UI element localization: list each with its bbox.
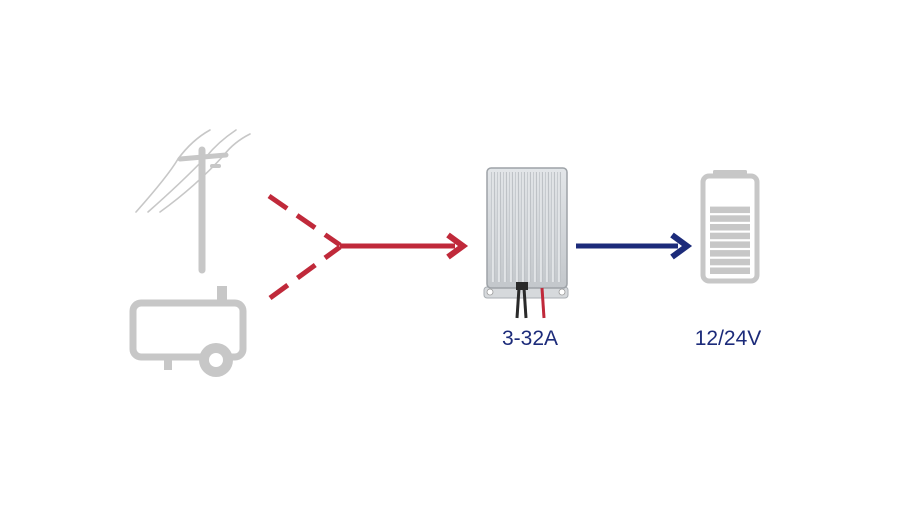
battery-bar	[710, 215, 750, 222]
battery-bar	[710, 267, 750, 274]
battery-voltage-label: 12/24V	[694, 327, 762, 350]
power-pole-icon	[135, 129, 251, 274]
battery-bar	[710, 250, 750, 257]
input-arrow	[267, 193, 469, 301]
battery-level-bars	[710, 206, 750, 274]
battery-charger-device	[483, 167, 569, 319]
battery-bar	[710, 241, 750, 248]
generator-icon	[129, 286, 247, 377]
output-arrow	[576, 232, 693, 260]
battery-bar	[710, 232, 750, 240]
battery-bar	[710, 224, 750, 231]
charger-current-label: 3-32A	[501, 327, 559, 350]
battery-bar	[710, 206, 750, 214]
battery-icon	[700, 170, 760, 284]
battery-bar	[710, 258, 750, 266]
